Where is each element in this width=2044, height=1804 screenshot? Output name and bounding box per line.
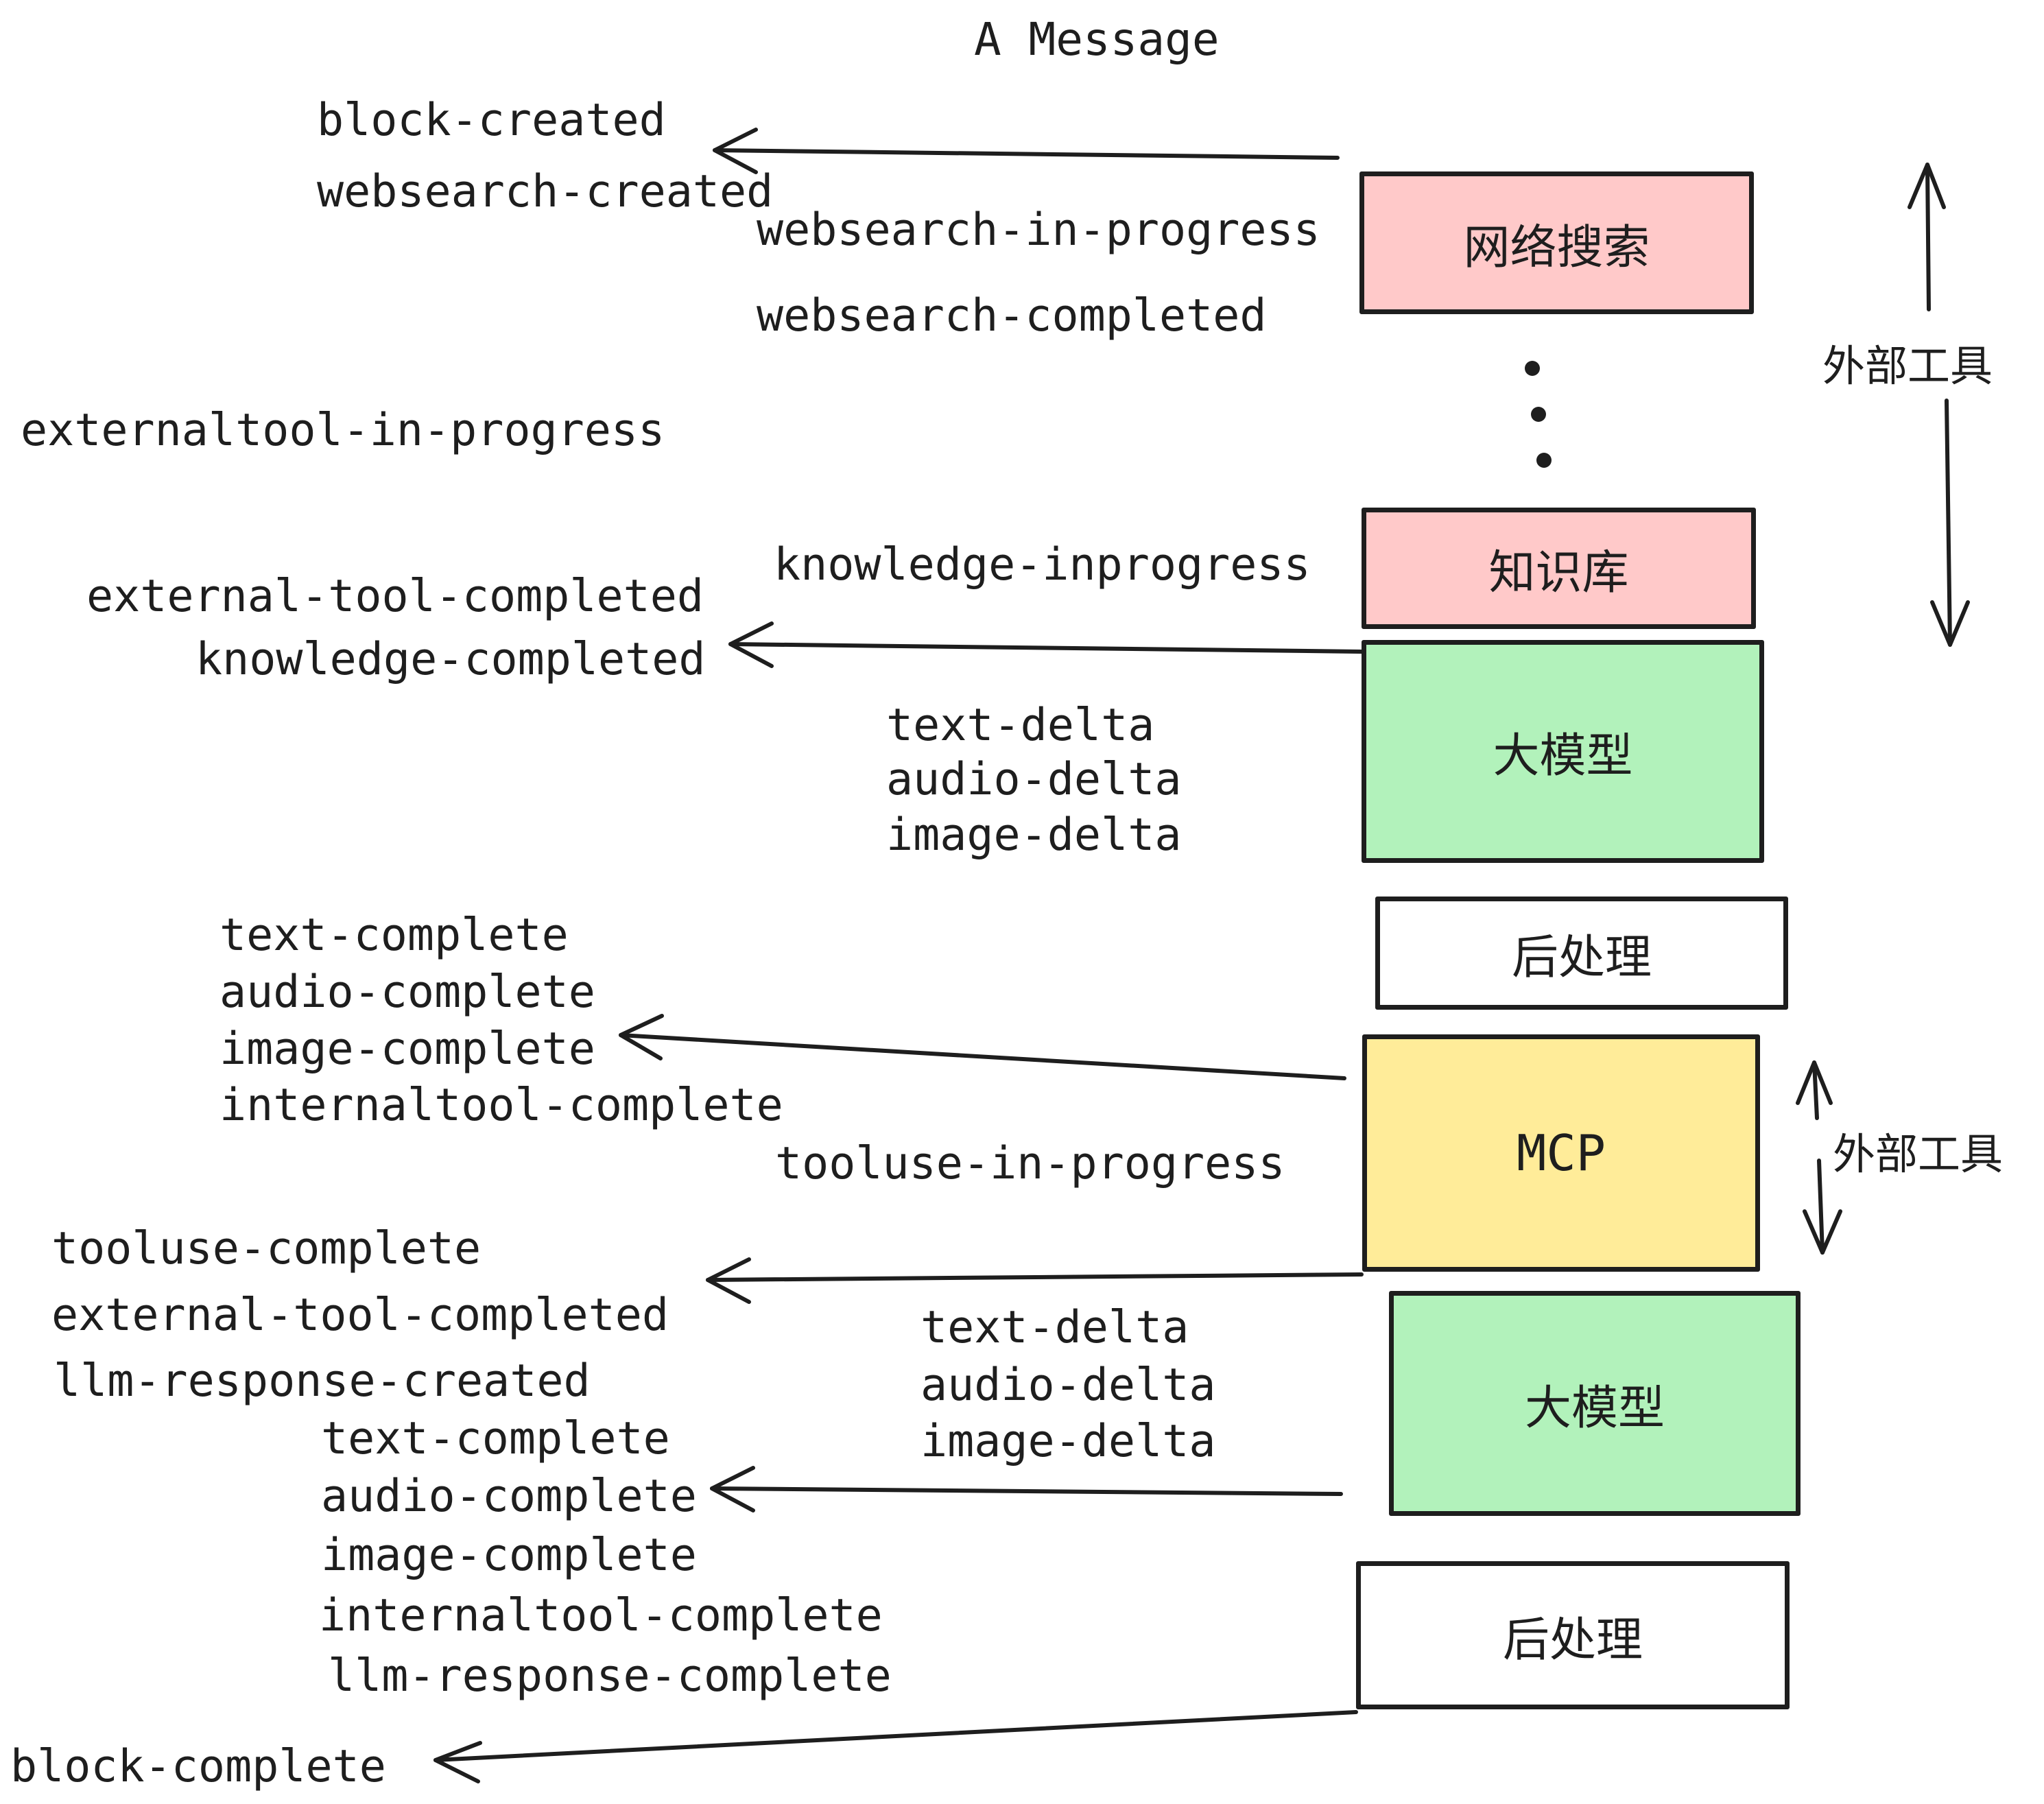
- event-text-delta-2: text-delta: [920, 1302, 1189, 1353]
- event-image-delta-2: image-delta: [920, 1416, 1216, 1467]
- external-tools-down-arrow-icon: [1930, 399, 1970, 647]
- box-postprocess-1-label: 后处理: [1511, 931, 1652, 985]
- arrow-knowledge-completed-left-icon: [728, 621, 1364, 668]
- box-llm-1: 大模型: [1362, 640, 1764, 863]
- box-mcp: MCP: [1362, 1034, 1760, 1272]
- event-image-delta-1: image-delta: [886, 809, 1182, 861]
- event-text-complete-1: text-complete: [219, 910, 569, 961]
- arrow-websearch-created-left-icon: [713, 128, 1340, 174]
- event-block-complete: block-complete: [10, 1741, 386, 1792]
- page-title: A Message: [974, 13, 1220, 66]
- arrow-audio-complete-left-icon: [710, 1466, 1343, 1512]
- box-postprocess-2: 后处理: [1356, 1561, 1790, 1709]
- event-websearch-in-progress: websearch-in-progress: [757, 204, 1320, 256]
- event-text-complete-2: text-complete: [321, 1413, 670, 1464]
- event-tooluse-in-progress: tooluse-in-progress: [775, 1138, 1285, 1189]
- ellipsis-dots-icon: [1525, 361, 1552, 468]
- box-mcp-label: MCP: [1516, 1124, 1606, 1182]
- event-audio-delta-1: audio-delta: [886, 754, 1182, 805]
- box-postprocess-2-label: 后处理: [1502, 1613, 1643, 1667]
- event-external-tool-completed-1: external-tool-completed: [86, 571, 704, 622]
- box-llm-1-label: 大模型: [1493, 729, 1633, 783]
- arrow-block-complete-left-icon: [433, 1710, 1358, 1783]
- event-image-complete-2: image-complete: [321, 1530, 697, 1581]
- event-tooluse-complete: tooluse-complete: [51, 1223, 482, 1274]
- box-websearch-label: 网络搜索: [1463, 220, 1650, 275]
- box-knowledge: 知识库: [1362, 508, 1756, 629]
- box-postprocess-1: 后处理: [1375, 897, 1788, 1010]
- event-websearch-created: websearch-created: [317, 166, 774, 217]
- external-tools-up-arrow-2-icon: [1796, 1060, 1833, 1120]
- arrow-image-complete-left-icon: [619, 1014, 1346, 1080]
- event-block-created: block-created: [317, 95, 666, 146]
- event-audio-complete-1: audio-complete: [219, 966, 595, 1018]
- event-internaltool-complete-1: internaltool-complete: [219, 1080, 783, 1131]
- label-external-tools-top: 外部工具: [1822, 341, 1993, 391]
- event-internaltool-complete-2: internaltool-complete: [319, 1590, 883, 1641]
- event-llm-response-created: llm-response-created: [54, 1355, 591, 1407]
- box-knowledge-label: 知识库: [1488, 546, 1629, 600]
- event-knowledge-completed: knowledge-completed: [195, 634, 706, 685]
- event-llm-response-complete: llm-response-complete: [328, 1650, 892, 1702]
- event-websearch-completed: websearch-completed: [757, 290, 1267, 342]
- event-knowledge-inprogress: knowledge-inprogress: [774, 539, 1311, 591]
- box-websearch: 网络搜索: [1359, 171, 1754, 314]
- event-external-tool-completed-2: external-tool-completed: [51, 1290, 669, 1341]
- external-tools-up-arrow-icon: [1908, 163, 1946, 311]
- external-tools-down-arrow-2-icon: [1803, 1159, 1842, 1255]
- event-text-delta-1: text-delta: [886, 700, 1155, 751]
- event-audio-delta-2: audio-delta: [920, 1360, 1216, 1411]
- event-audio-complete-2: audio-complete: [321, 1471, 697, 1522]
- arrow-tooluse-complete-left-icon: [706, 1257, 1364, 1304]
- box-llm-2-label: 大模型: [1524, 1381, 1665, 1436]
- event-externaltool-in-progress: externaltool-in-progress: [21, 405, 665, 456]
- label-external-tools-bottom: 外部工具: [1833, 1129, 2004, 1179]
- box-llm-2: 大模型: [1389, 1291, 1801, 1516]
- event-image-complete-1: image-complete: [219, 1023, 595, 1075]
